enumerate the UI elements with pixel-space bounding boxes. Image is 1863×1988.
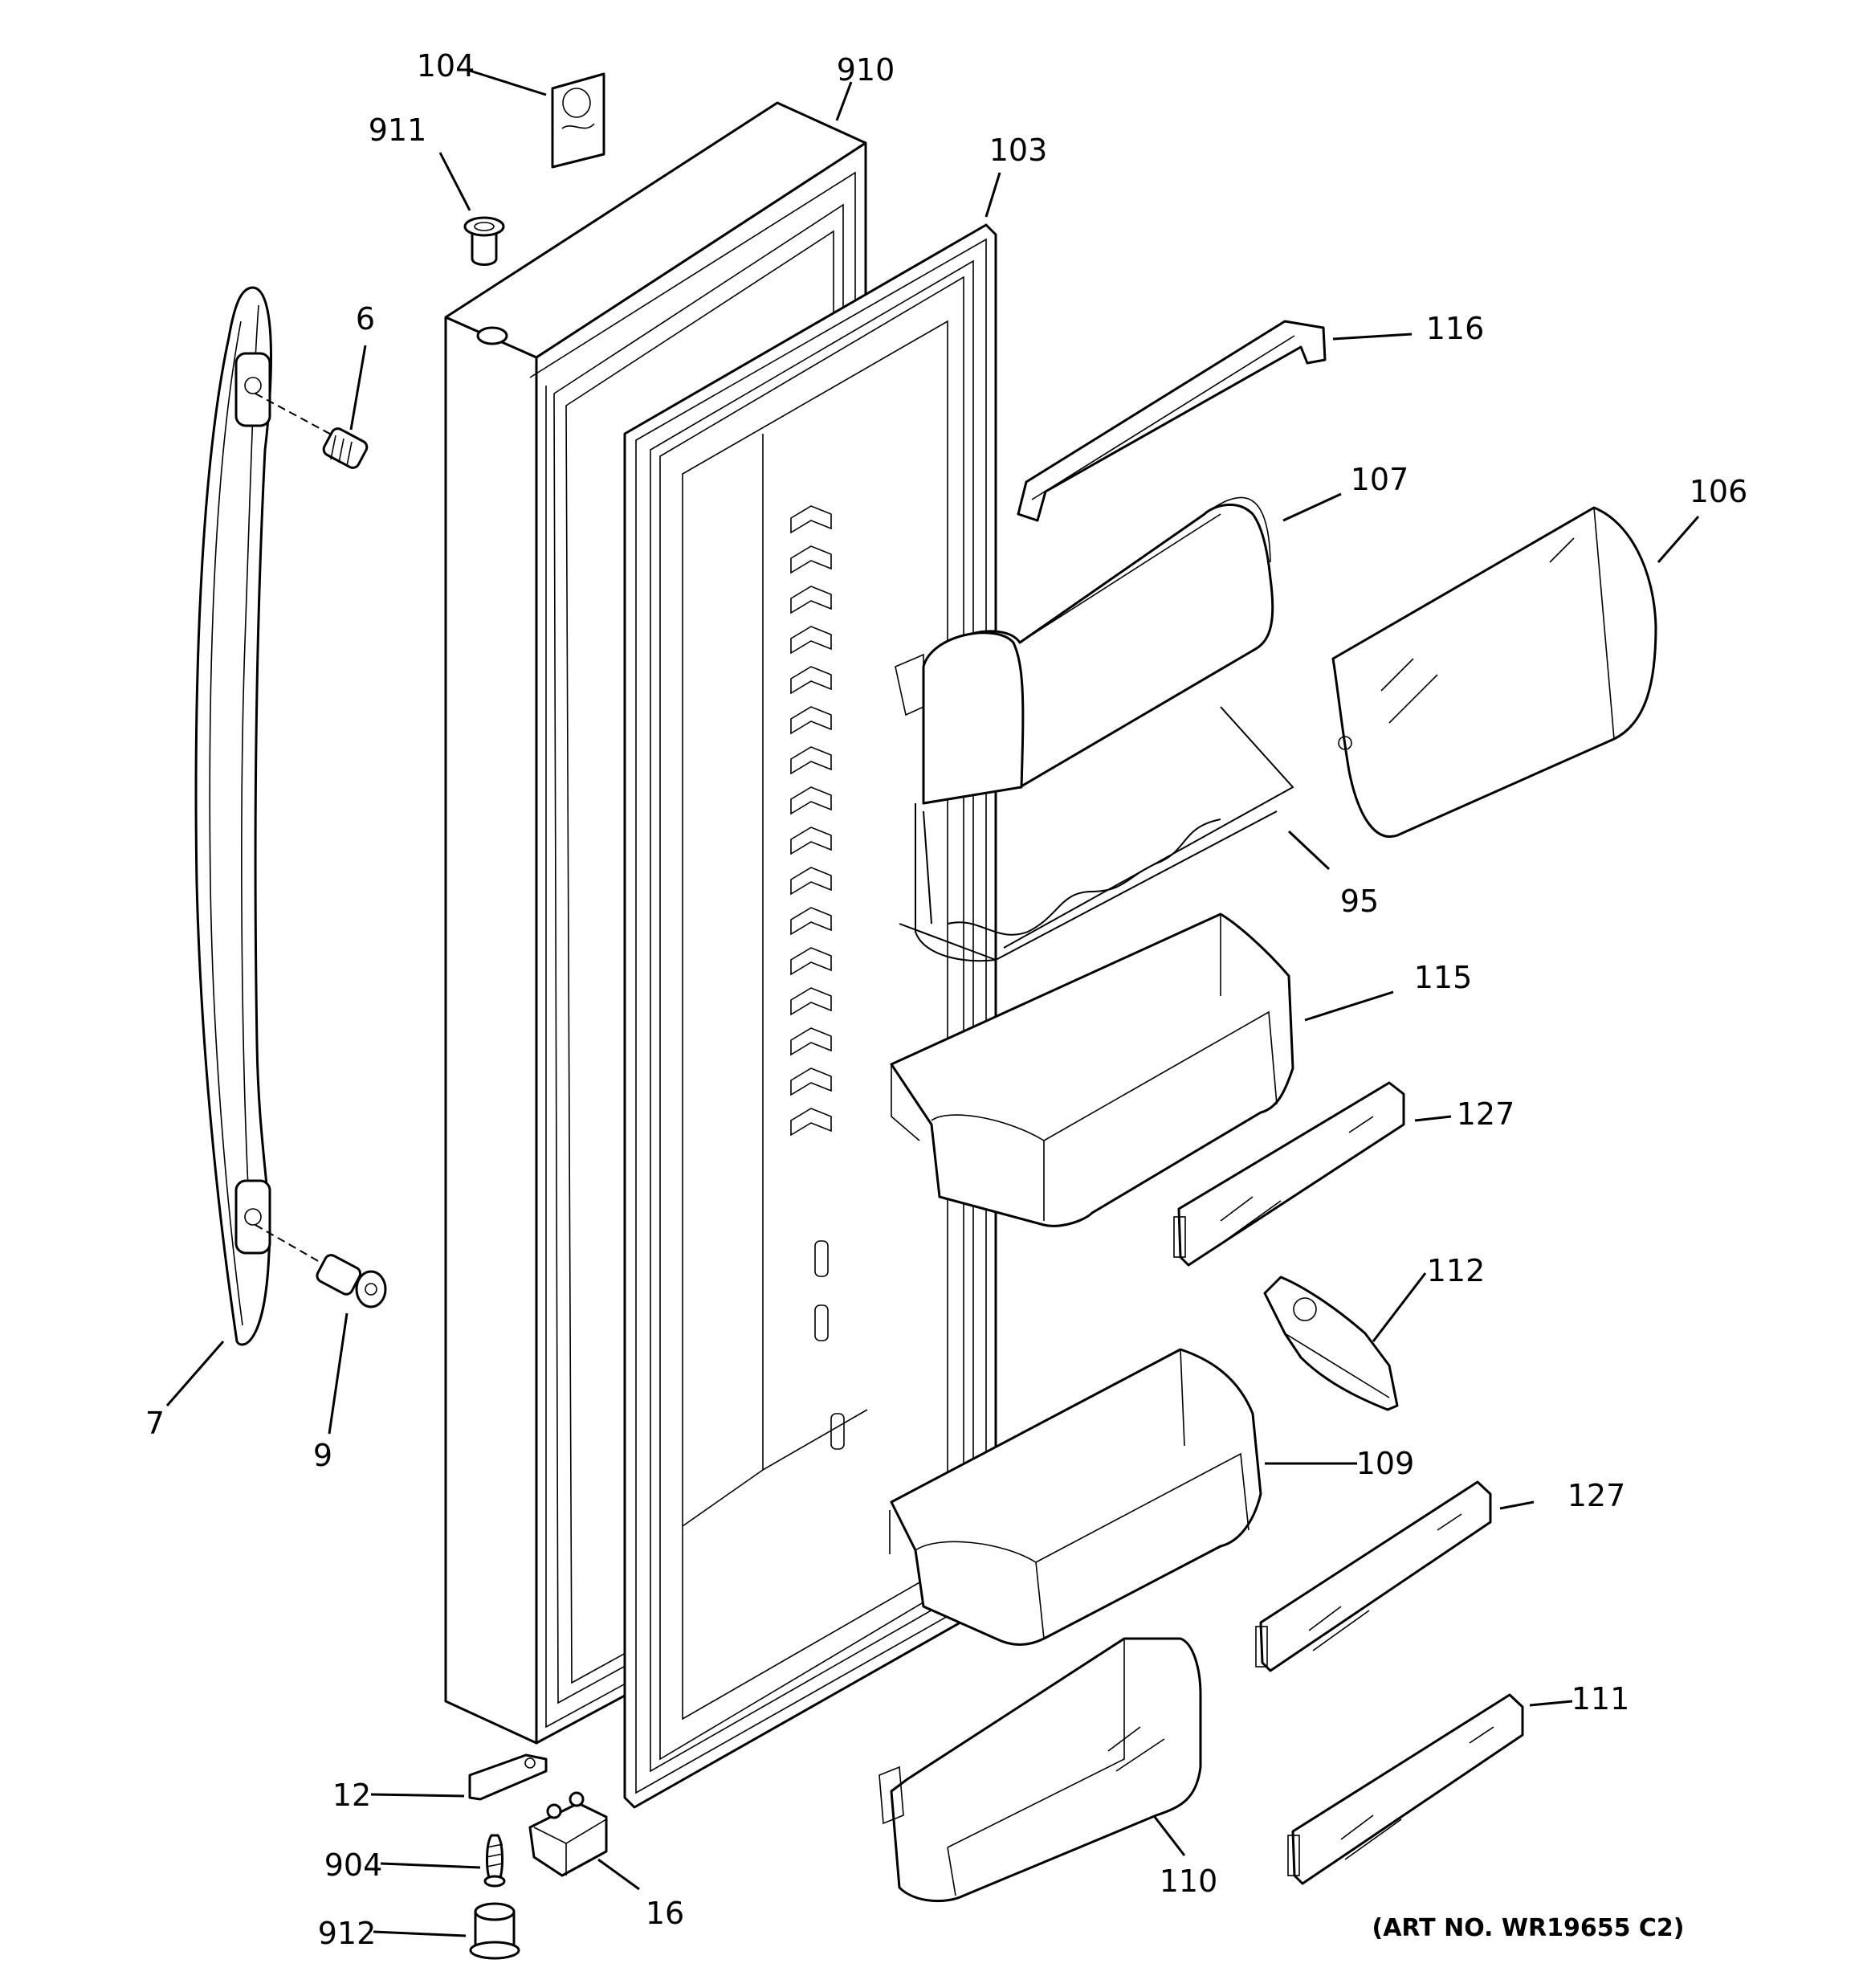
callout-12: 12 <box>332 1778 371 1813</box>
dairy-door-cover <box>1331 506 1657 838</box>
mount-line-bottom <box>255 1224 326 1266</box>
shoulder-screw <box>316 1254 387 1308</box>
bin-front-upper <box>1173 1081 1405 1267</box>
trim-bar <box>1017 320 1327 522</box>
callout-110: 110 <box>1160 1863 1218 1899</box>
set-screw <box>322 427 369 469</box>
hinge-cap <box>463 216 505 266</box>
callout-910: 910 <box>837 52 895 88</box>
hinge-bracket <box>468 1753 548 1801</box>
door-bin-upper <box>890 912 1294 1227</box>
callout-111: 111 <box>1572 1681 1630 1717</box>
callout-16: 16 <box>646 1896 684 1931</box>
callout-103: 103 <box>989 133 1048 168</box>
callout-7: 7 <box>145 1406 165 1441</box>
callout-95: 95 <box>1340 884 1379 919</box>
liner-ribs <box>790 505 845 1450</box>
door-handle <box>194 286 272 1346</box>
dairy-bin <box>895 496 1274 805</box>
callout-107: 107 <box>1351 462 1409 497</box>
bin-front-lower <box>1255 1480 1492 1672</box>
callout-109: 109 <box>1356 1446 1415 1481</box>
bottle-rack <box>899 706 1294 962</box>
callout-9: 9 <box>313 1438 332 1473</box>
door-bin-lower <box>879 1637 1202 1903</box>
brand-badge <box>551 72 605 169</box>
art-number: (ART NO. WR19655 C2) <box>1372 1914 1685 1942</box>
lower-hinge <box>528 1791 608 1877</box>
mount-line-top <box>255 393 338 439</box>
callout-104: 104 <box>417 48 475 84</box>
bushing-912 <box>469 1902 520 1960</box>
callout-127-lower: 127 <box>1567 1478 1626 1513</box>
callout-904: 904 <box>324 1847 383 1883</box>
small-holder <box>1263 1276 1399 1411</box>
callout-115: 115 <box>1414 960 1473 995</box>
callout-112: 112 <box>1427 1253 1486 1288</box>
callout-911: 911 <box>369 112 427 148</box>
callout-912: 912 <box>318 1916 377 1951</box>
callout-106: 106 <box>1690 474 1748 509</box>
leader-lines <box>165 69 1700 1937</box>
door-bin-middle <box>889 1348 1262 1646</box>
screw-904 <box>483 1834 506 1888</box>
bin-front-111 <box>1287 1693 1524 1885</box>
callout-127-upper: 127 <box>1457 1096 1515 1132</box>
callout-6: 6 <box>356 301 375 337</box>
callout-116: 116 <box>1426 311 1485 346</box>
